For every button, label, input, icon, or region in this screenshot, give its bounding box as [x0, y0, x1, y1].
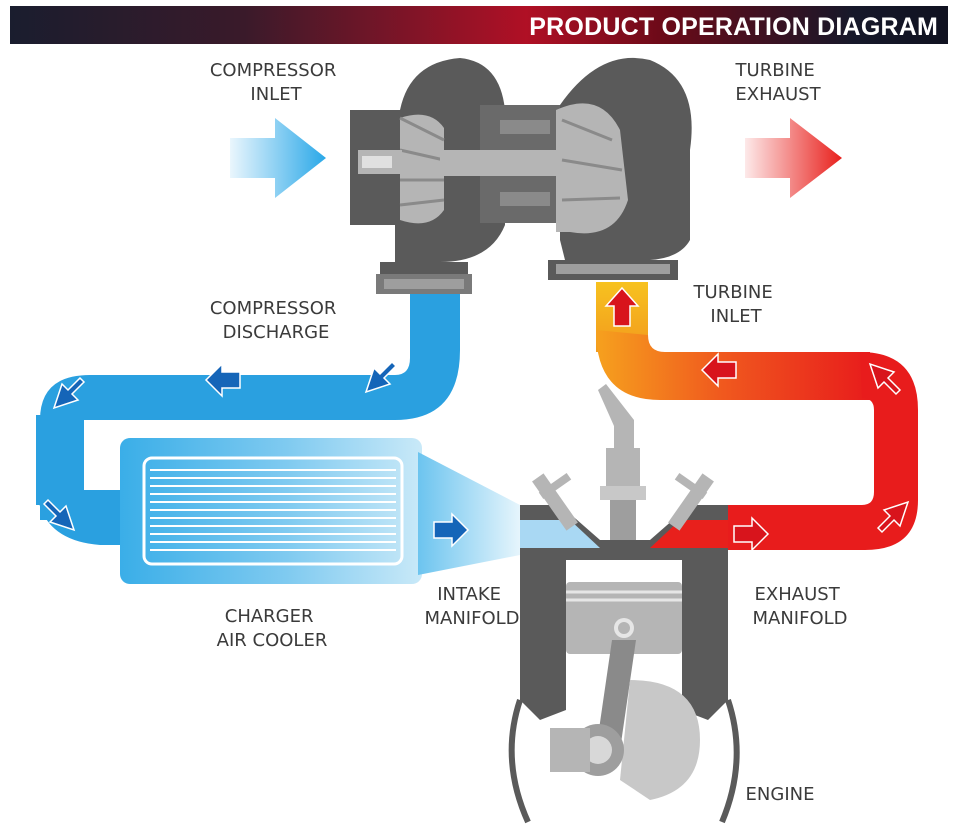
flow-arrow-icon	[700, 352, 737, 388]
label-exhaust-manifold: EXHAUST MANIFOLD	[752, 584, 847, 629]
cold-air-pipe	[36, 290, 460, 545]
label-turbine-exhaust: TURBINE EXHAUST	[735, 60, 822, 105]
label-intake-manifold: INTAKE MANIFOLD	[424, 584, 519, 629]
flow-arrow-icon	[604, 286, 640, 327]
charger-air-cooler	[120, 438, 520, 584]
flow-arrow-icon	[868, 362, 902, 396]
inlet-arrow-icon	[230, 118, 326, 198]
header-banner: PRODUCT OPERATION DIAGRAM	[10, 6, 948, 44]
turbocharger	[350, 57, 692, 294]
flow-arrow-icon	[733, 516, 770, 552]
label-compressor-discharge: COMPRESSOR DISCHARGE	[210, 298, 342, 343]
label-charger-air-cooler: CHARGER AIR COOLER	[217, 606, 328, 651]
flow-arrow-icon	[876, 500, 910, 534]
flow-arrow-icon	[52, 376, 86, 410]
flow-arrow-icon	[433, 512, 470, 548]
flow-arrow-icon	[364, 360, 398, 394]
cooler-fins	[150, 469, 396, 551]
flow-arrow-icon	[204, 362, 241, 398]
flow-arrows-hot	[604, 286, 910, 552]
label-engine: ENGINE	[746, 784, 815, 805]
label-compressor-inlet: COMPRESSOR INLET	[210, 60, 342, 105]
flow-arrows-cold	[42, 360, 470, 548]
page-title: PRODUCT OPERATION DIAGRAM	[529, 13, 938, 41]
label-turbine-inlet: TURBINE INLET	[693, 282, 779, 327]
flow-arrow-icon	[42, 498, 76, 532]
engine	[508, 384, 740, 824]
exhaust-arrow-icon	[745, 118, 842, 198]
